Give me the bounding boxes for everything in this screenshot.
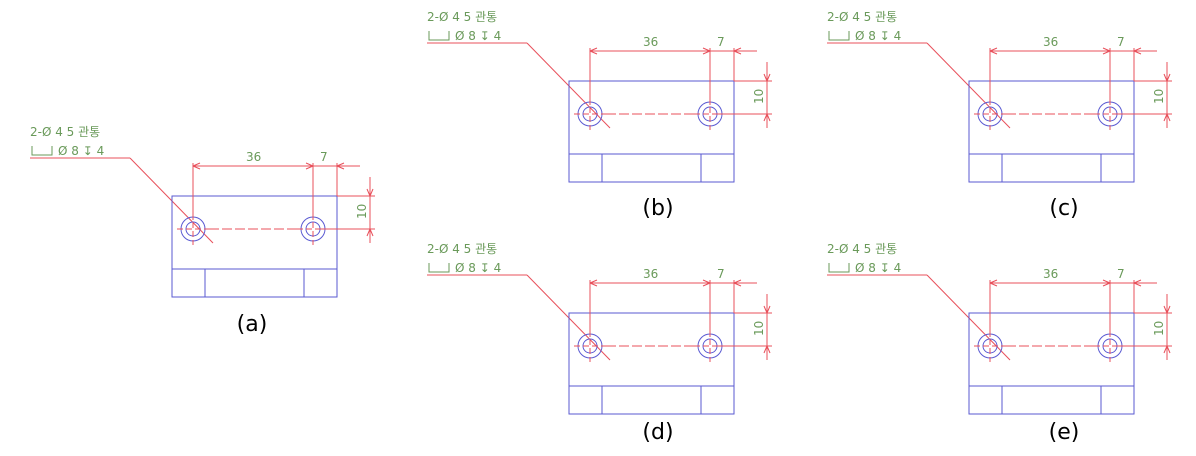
counterbore-symbol — [428, 263, 450, 273]
hole-note-line1: 2-Ø 4 5 관통 — [427, 10, 497, 24]
hole-note-line2: Ø 8 ↧ 4 — [855, 261, 901, 275]
hole-note-line2: Ø 8 ↧ 4 — [58, 144, 104, 158]
caption-c: (c) — [1049, 196, 1079, 221]
dim-arrows-v — [1163, 73, 1171, 122]
dim-height-offset: 10 — [1152, 89, 1166, 104]
hole-note-line1: 2-Ø 4 5 관통 — [427, 242, 497, 256]
hole-note-line2: Ø 8 ↧ 4 — [855, 29, 901, 43]
dim-edge-offset: 7 — [717, 267, 725, 281]
dim-arrows-h — [989, 47, 1142, 55]
counterbore-symbol — [828, 263, 850, 273]
dim-arrows-h — [589, 47, 742, 55]
hole-note-line1: 2-Ø 4 5 관통 — [827, 10, 897, 24]
counterbore-circle — [180, 216, 206, 242]
counterbore-circle — [977, 101, 1003, 127]
dim-hole-spacing: 36 — [246, 150, 261, 164]
body-outline — [568, 80, 735, 183]
dim-edge-offset: 7 — [1117, 267, 1125, 281]
drawing-svg: 2-Ø 4 5 관통 Ø 8 ↧ 4 36 7 10 — [427, 10, 772, 183]
dim-hole-spacing: 36 — [1043, 267, 1058, 281]
caption-e: (e) — [1048, 420, 1080, 445]
dim-hole-spacing: 36 — [1043, 35, 1058, 49]
counterbore-symbol — [828, 31, 850, 41]
dim-hole-spacing: 36 — [643, 267, 658, 281]
dim-height-offset: 10 — [752, 89, 766, 104]
caption-d: (d) — [642, 420, 674, 445]
body-outline — [171, 195, 338, 298]
dim-height-offset: 10 — [752, 321, 766, 336]
dim-arrows-h — [589, 279, 742, 287]
counterbore-symbol — [428, 31, 450, 41]
dim-hole-spacing: 36 — [643, 35, 658, 49]
drawing-svg: 2-Ø 4 5 관통 Ø 8 ↧ 4 36 7 10 — [827, 10, 1172, 183]
dim-arrows-h — [989, 279, 1142, 287]
drawing-svg: 2-Ø 4 5 관통 Ø 8 ↧ 4 36 7 10 — [427, 242, 772, 415]
dim-height-offset: 10 — [1152, 321, 1166, 336]
drawing-panel-e: 2-Ø 4 5 관통 Ø 8 ↧ 4 36 7 10 — [827, 242, 1172, 415]
drawing-svg: 2-Ø 4 5 관통 Ø 8 ↧ 4 36 7 10 — [30, 125, 375, 298]
hole-note-line2: Ø 8 ↧ 4 — [455, 29, 501, 43]
dim-arrows-v — [763, 73, 771, 122]
drawing-panel-a: 2-Ø 4 5 관통 Ø 8 ↧ 4 36 7 10 — [30, 125, 375, 298]
dim-arrows-v — [763, 305, 771, 354]
drawing-panel-c: 2-Ø 4 5 관통 Ø 8 ↧ 4 36 7 10 — [827, 10, 1172, 183]
counterbore-circle — [977, 333, 1003, 359]
dim-arrows-h — [192, 162, 345, 170]
body-outline — [968, 80, 1135, 183]
dim-edge-offset: 7 — [1117, 35, 1125, 49]
drawing-svg: 2-Ø 4 5 관통 Ø 8 ↧ 4 36 7 10 — [827, 242, 1172, 415]
dim-edge-offset: 7 — [717, 35, 725, 49]
counterbore-circle — [577, 101, 603, 127]
caption-a: (a) — [236, 312, 268, 337]
hole-note-line1: 2-Ø 4 5 관통 — [30, 125, 100, 139]
dim-height-offset: 10 — [355, 204, 369, 219]
drawing-panel-b: 2-Ø 4 5 관통 Ø 8 ↧ 4 36 7 10 — [427, 10, 772, 183]
drawing-panel-d: 2-Ø 4 5 관통 Ø 8 ↧ 4 36 7 10 — [427, 242, 772, 415]
body-outline — [568, 312, 735, 415]
dim-edge-offset: 7 — [320, 150, 328, 164]
caption-b: (b) — [642, 196, 674, 221]
dim-arrows-v — [366, 188, 374, 237]
body-outline — [968, 312, 1135, 415]
dim-arrows-v — [1163, 305, 1171, 354]
counterbore-symbol — [31, 146, 53, 156]
counterbore-circle — [577, 333, 603, 359]
hole-note-line2: Ø 8 ↧ 4 — [455, 261, 501, 275]
hole-note-line1: 2-Ø 4 5 관통 — [827, 242, 897, 256]
